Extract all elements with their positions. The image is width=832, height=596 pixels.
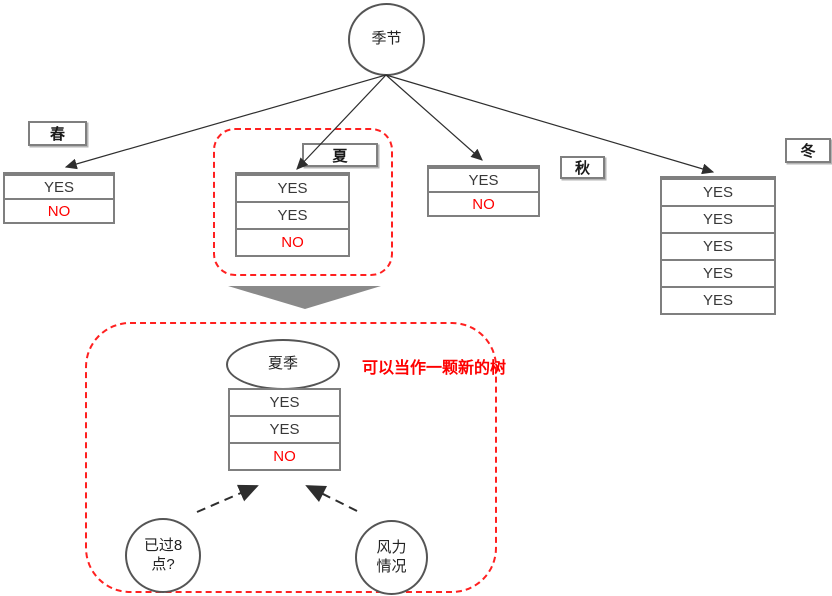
leaf-text-line: 风力 — [376, 538, 407, 556]
table-row: YES — [662, 205, 774, 232]
branch-label-summer-text: 夏 — [332, 147, 348, 165]
table-row: YES — [5, 176, 113, 198]
leaf-node-past-8: 已过8 点? — [125, 518, 201, 593]
root-node-label: 季节 — [371, 30, 402, 48]
branch-table-autumn: YES NO — [427, 165, 540, 217]
table-row: YES — [237, 176, 348, 201]
leaf-text-line: 已过8 — [143, 536, 183, 554]
branch-label-summer: 夏 — [302, 143, 378, 167]
branch-label-winter-text: 冬 — [800, 143, 816, 160]
table-row: NO — [237, 228, 348, 255]
table-row: YES — [662, 180, 774, 205]
branch-label-autumn-text: 秋 — [574, 160, 590, 177]
table-row: YES — [429, 169, 538, 191]
big-down-arrow — [228, 286, 381, 309]
leaf-node-past-8-label: 已过8 点? — [144, 537, 182, 575]
leaf-node-wind-label: 风力 情况 — [376, 539, 406, 577]
branch-label-autumn: 秋 — [560, 156, 605, 179]
branch-table-spring: YES NO — [3, 172, 115, 224]
subtree-root-node: 夏季 — [226, 339, 340, 390]
leaf-node-wind: 风力 情况 — [355, 520, 428, 595]
table-row: NO — [230, 442, 339, 469]
table-row: YES — [230, 390, 339, 415]
table-row: YES — [237, 201, 348, 228]
table-row: YES — [662, 259, 774, 286]
subtree-root-label: 夏季 — [267, 355, 298, 373]
table-row: YES — [662, 286, 774, 313]
leaf-text-line: 情况 — [376, 557, 407, 575]
branch-label-winter: 冬 — [785, 138, 831, 163]
highlight-frame-subtree — [85, 322, 497, 593]
root-node-season: 季节 — [348, 3, 425, 76]
subtree-table: YES YES NO — [228, 388, 341, 471]
leaf-text-line: 点? — [151, 555, 175, 573]
edge-root-autumn — [385, 74, 483, 161]
branch-label-spring-text: 春 — [49, 126, 65, 143]
branch-table-winter: YES YES YES YES YES — [660, 176, 776, 315]
table-row: NO — [429, 191, 538, 215]
branch-label-spring: 春 — [28, 121, 87, 146]
branch-table-summer: YES YES NO — [235, 172, 350, 257]
table-row: NO — [5, 198, 113, 222]
subtree-annotation: 可以当作一颗新的树 — [362, 360, 507, 377]
table-row: YES — [230, 415, 339, 442]
edge-root-winter — [385, 74, 715, 175]
table-row: YES — [662, 232, 774, 259]
